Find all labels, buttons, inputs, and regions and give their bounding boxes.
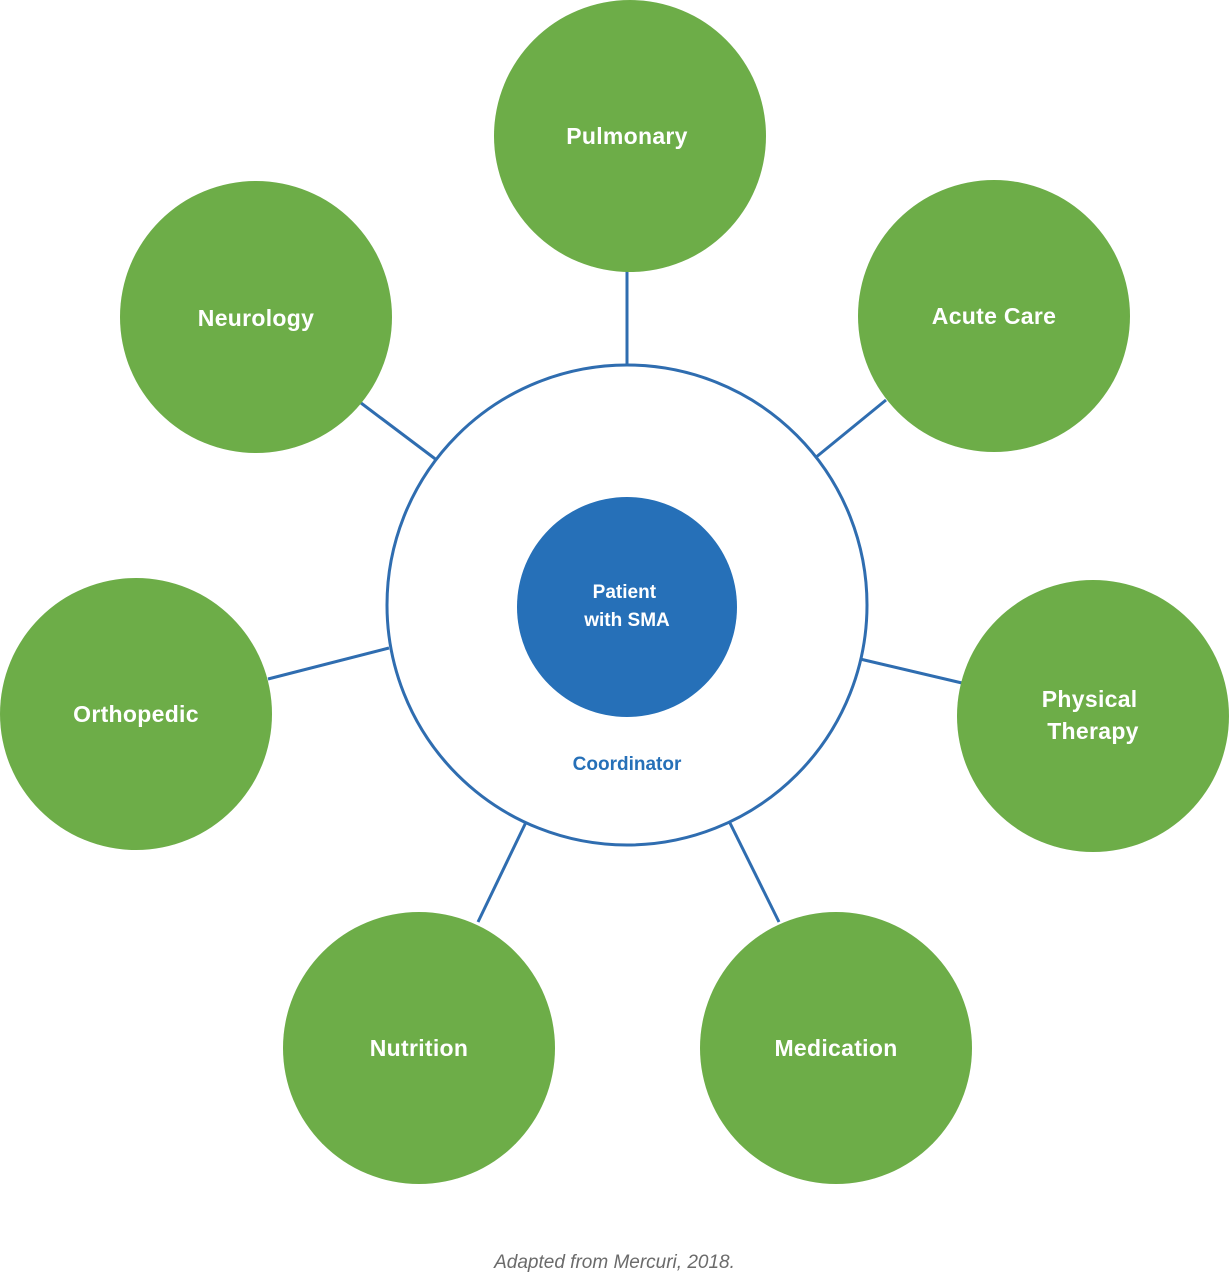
neurology-label: Neurology xyxy=(198,305,314,331)
connector-acute-care xyxy=(814,398,887,460)
acute-care-label: Acute Care xyxy=(932,303,1056,329)
acute-care-circle xyxy=(858,180,1130,452)
physical-therapy-label-line-2: Therapy xyxy=(1047,718,1139,744)
node-physical-therapy: Physical Therapy xyxy=(957,580,1229,852)
node-acute-care: Acute Care xyxy=(858,180,1130,452)
physical-therapy-circle xyxy=(957,580,1229,852)
connector-neurology xyxy=(360,401,439,463)
medication-label: Medication xyxy=(774,1035,897,1061)
patient-label-line-2: with SMA xyxy=(583,610,670,631)
physical-therapy-label-line-1: Physical xyxy=(1042,686,1138,712)
patient-label-line-1: Patient xyxy=(593,582,657,603)
coordinator-label: Coordinator xyxy=(573,754,682,775)
neurology-circle xyxy=(120,181,392,453)
physical-therapy-label: Physical Therapy xyxy=(1042,686,1144,744)
node-nutrition: Nutrition xyxy=(283,912,555,1184)
node-orthopedic: Orthopedic xyxy=(0,578,272,850)
node-pulmonary: Pulmonary xyxy=(494,0,766,272)
pulmonary-label: Pulmonary xyxy=(566,123,688,149)
node-neurology: Neurology xyxy=(120,181,392,453)
patient-circle xyxy=(517,497,737,717)
connectors xyxy=(267,270,963,923)
nutrition-label: Nutrition xyxy=(370,1035,469,1061)
connector-physical-therapy xyxy=(859,657,963,685)
pulmonary-circle xyxy=(494,0,766,272)
connector-medication xyxy=(725,816,781,923)
sma-care-team-diagram: Patient with SMA Coordinator Pulmonary A… xyxy=(0,0,1229,1184)
connector-nutrition xyxy=(476,817,530,923)
connector-orthopedic xyxy=(267,646,390,681)
orthopedic-label: Orthopedic xyxy=(73,701,199,727)
source-caption: Adapted from Mercuri, 2018. xyxy=(494,1252,735,1273)
medication-circle xyxy=(700,912,972,1184)
nutrition-circle xyxy=(283,912,555,1184)
node-medication: Medication xyxy=(700,912,972,1184)
orthopedic-circle xyxy=(0,578,272,850)
patient-label: Patient with SMA xyxy=(583,582,670,631)
